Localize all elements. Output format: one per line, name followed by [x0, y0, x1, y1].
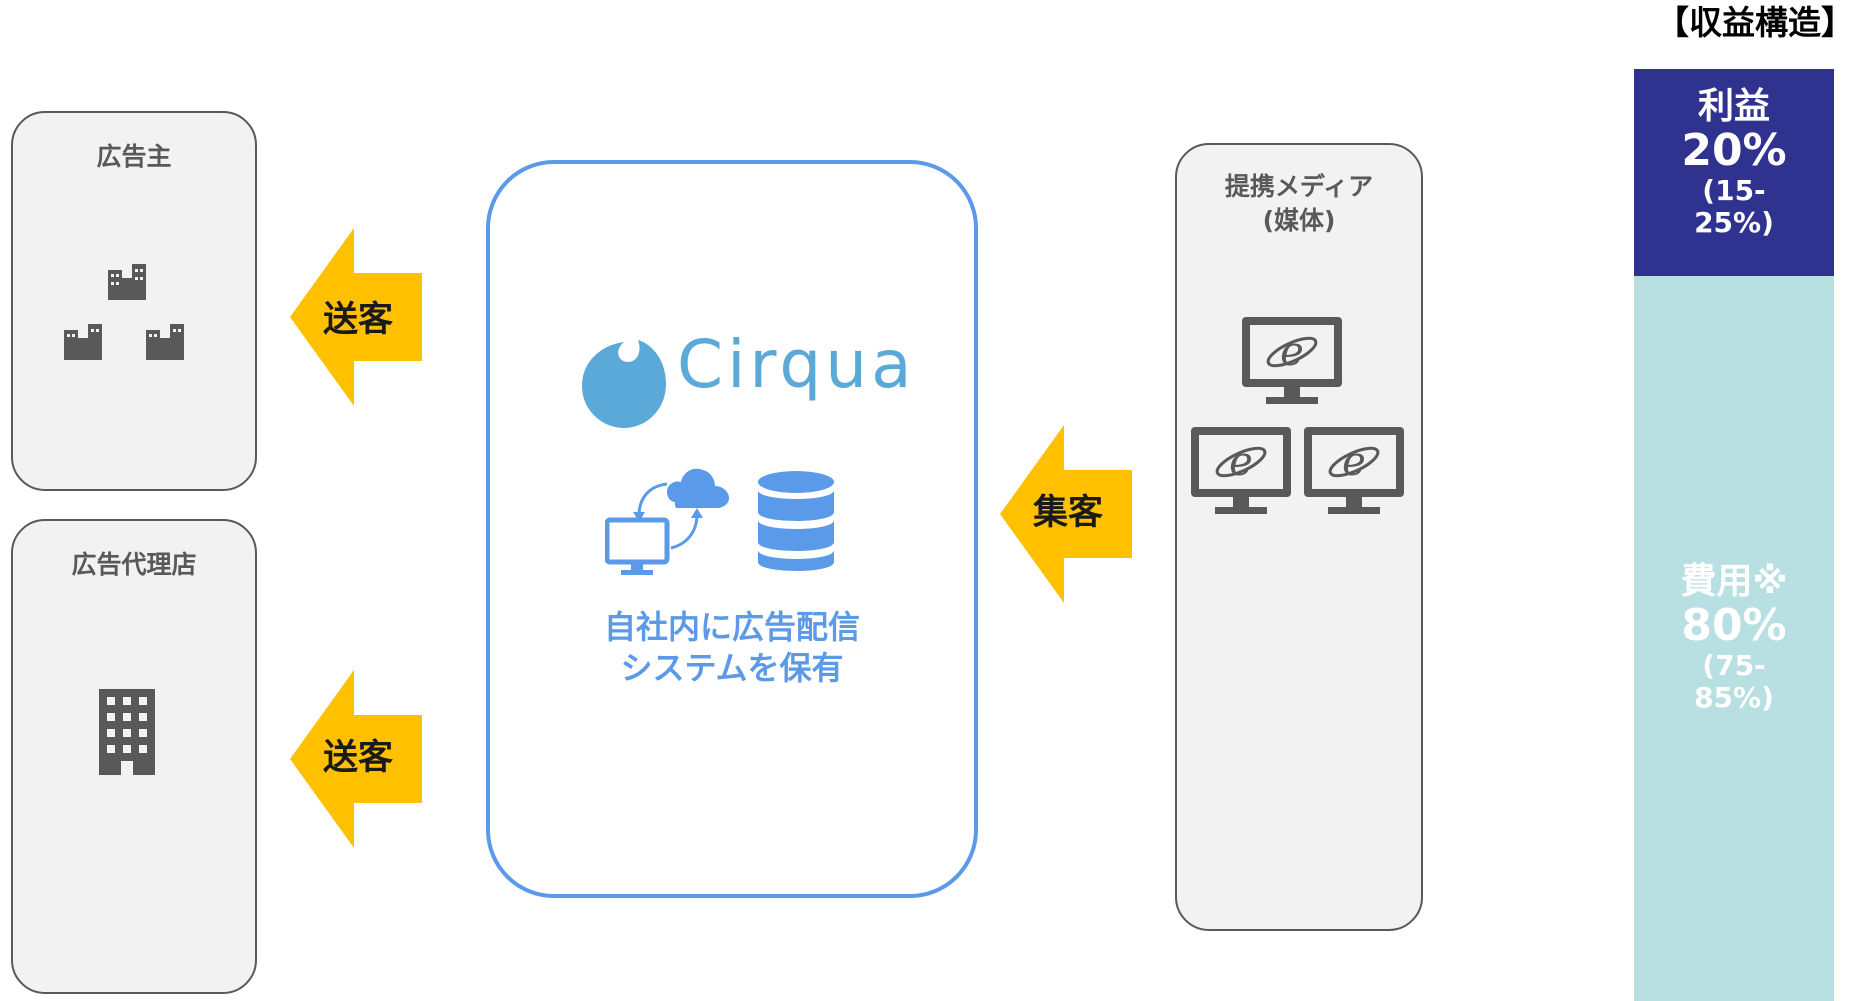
cost-name: 費用※	[1680, 561, 1788, 602]
cirqua-logo-text: Cirqua	[677, 326, 916, 403]
system-caption-line2: システムを保有	[620, 649, 844, 687]
profit-name: 利益	[1697, 86, 1770, 127]
cost-range-line1: (75-	[1702, 649, 1766, 682]
media-title-line1: 提携メディア	[1224, 172, 1374, 201]
svg-text:e: e	[1342, 439, 1366, 485]
browser-monitor-icon: e	[1242, 317, 1342, 404]
advertiser-title: 広告主	[96, 142, 172, 171]
cost-segment: 費用※ 80% (75- 85%)	[1634, 276, 1834, 1001]
advertiser-box: 広告主	[11, 111, 257, 491]
send-label-agency: 送客	[323, 738, 394, 778]
profit-range-line1: (15-	[1702, 174, 1766, 207]
browser-monitor-icon: e	[1304, 427, 1404, 514]
send-arrow-agency	[290, 670, 422, 848]
agency-title: 広告代理店	[71, 550, 197, 579]
cirqua-logo-mark	[582, 340, 666, 428]
cost-percent: 80%	[1681, 600, 1787, 651]
office-building-icon	[99, 689, 155, 775]
collect-arrow-media	[1000, 425, 1132, 603]
collect-label-media: 集客	[1033, 493, 1104, 533]
cirqua-system-box	[486, 160, 978, 898]
database-icon	[758, 471, 834, 571]
svg-text:e: e	[1229, 439, 1253, 485]
profit-segment: 利益 20% (15- 25%)	[1634, 69, 1834, 276]
profit-range-line2: 25%)	[1694, 206, 1774, 239]
cost-range-line2: 85%)	[1694, 681, 1774, 714]
media-title-line2: (媒体)	[1262, 206, 1336, 235]
system-caption: 自社内に広告配信 システムを保有	[486, 607, 978, 689]
send-label-advertiser: 送客	[323, 300, 394, 340]
send-arrow-advertiser	[290, 228, 422, 406]
media-title: 提携メディア (媒体)	[1177, 170, 1421, 238]
browser-monitor-icon: e	[1191, 427, 1291, 514]
media-box: 提携メディア (媒体)	[1175, 143, 1423, 931]
svg-text:e: e	[1280, 329, 1304, 375]
profit-percent: 20%	[1681, 125, 1787, 176]
revenue-structure-title: 【収益構造】	[1656, 3, 1854, 42]
buildings-icon	[64, 264, 184, 360]
system-caption-line1: 自社内に広告配信	[603, 608, 860, 646]
cloud-sync-icon	[605, 468, 729, 575]
